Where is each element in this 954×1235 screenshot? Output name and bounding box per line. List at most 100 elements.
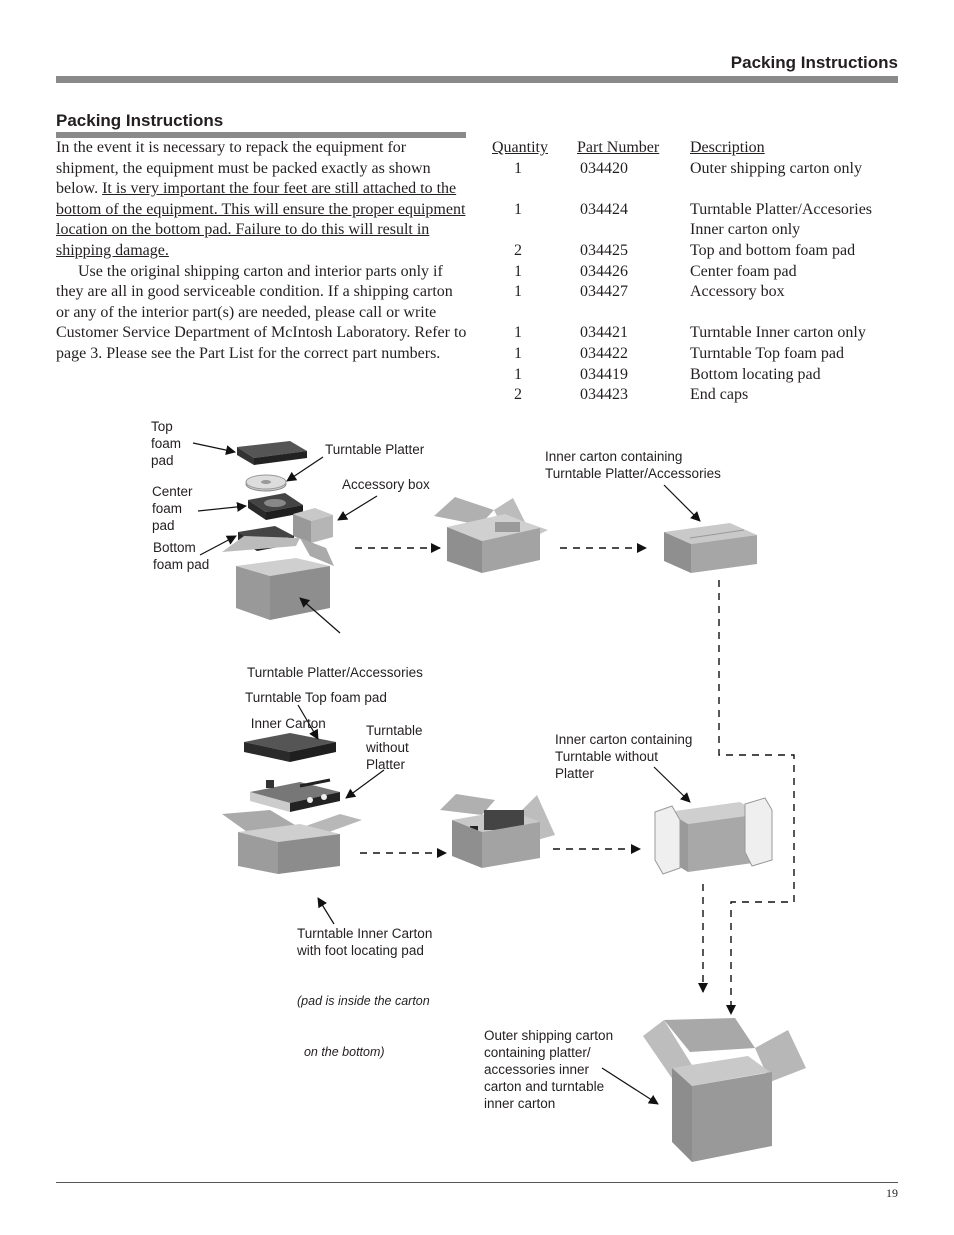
- description-cell: Top and bottom foam pad: [690, 241, 856, 259]
- label-outer-shipping-carton: Outer shipping carton containing platter…: [484, 1027, 613, 1112]
- quantity-cell: 1: [514, 159, 522, 177]
- paragraph-2: Use the original shipping carton and int…: [56, 262, 467, 362]
- label-accessory-box: Accessory box: [342, 477, 430, 492]
- description-cell: Inner carton only: [690, 221, 801, 239]
- label-line: Platter: [555, 766, 595, 781]
- description-cell: End caps: [690, 386, 749, 404]
- description-cell: Turntable Platter/Accesories: [690, 200, 873, 218]
- part-number-cell: 034426: [580, 262, 628, 280]
- quantity-cell: 1: [514, 283, 522, 301]
- paragraph-1: In the event it is necessary to repack t…: [56, 138, 468, 262]
- label-line: Bottom: [153, 540, 196, 555]
- label-arrows: [192, 442, 701, 1105]
- label-line: Outer shipping carton: [484, 1028, 614, 1043]
- platter-inner-carton-filled-image: [434, 497, 548, 573]
- center-foam-pad-image: [248, 493, 303, 520]
- table-row: 1 034424 Turntable Platter/Accesories: [488, 200, 908, 221]
- section-rule: [56, 132, 466, 138]
- table-row: 1 034421 Turntable Inner carton only: [488, 323, 908, 344]
- parts-table-header: Quantity Part Number Description: [488, 138, 908, 159]
- label-line: Turntable Platter/Accessories: [247, 665, 423, 680]
- part-number-cell: 034420: [580, 159, 628, 177]
- label-line: Turntable Platter/Accessories: [545, 466, 721, 481]
- top-foam-pad-image: [237, 441, 307, 465]
- label-line: Inner carton containing: [545, 449, 683, 464]
- label-line: foam pad: [153, 557, 210, 572]
- part-number-cell: 034424: [580, 200, 628, 218]
- label-line: Center: [152, 484, 193, 499]
- platter-disk-image: [245, 474, 287, 492]
- label-turntable-top-foam-pad: Turntable Top foam pad: [245, 690, 387, 705]
- header-part-number: Part Number: [577, 139, 660, 156]
- footer-rule: [56, 1182, 898, 1183]
- turntable-inner-carton-endcaps-image: [654, 797, 773, 875]
- part-number-cell: 034427: [580, 283, 628, 301]
- label-line: pad: [152, 518, 175, 533]
- label-line: accessories inner: [484, 1062, 590, 1077]
- label-turntable-platter: Turntable Platter: [325, 442, 425, 457]
- label-turntable-without-platter: Turntable without Platter: [366, 722, 423, 773]
- parts-table: Quantity Part Number Description 1 034420…: [488, 138, 908, 406]
- label-line: Turntable Inner Carton: [297, 926, 433, 941]
- label-pad-note: (pad is inside the carton on the bottom): [297, 959, 430, 1078]
- quantity-cell: 1: [514, 324, 522, 342]
- section-title: Packing Instructions: [56, 111, 224, 130]
- header-title: Packing Instructions: [730, 53, 898, 72]
- instructions-text: In the event it is necessary to repack t…: [56, 138, 468, 365]
- description-cell: Turntable Inner carton only: [690, 324, 866, 342]
- table-row: 1 034426 Center foam pad: [488, 262, 908, 283]
- description-cell: Turntable Top foam pad: [690, 344, 844, 362]
- header-rule: [56, 76, 898, 83]
- quantity-cell: 1: [514, 262, 522, 280]
- table-row: 1 034427 Accessory box: [488, 282, 908, 303]
- accessory-box-image: [293, 508, 333, 543]
- label-line: pad: [151, 453, 174, 468]
- label-line: foam: [151, 436, 182, 451]
- label-line: without: [366, 740, 409, 755]
- label-line: with foot locating pad: [297, 943, 424, 958]
- quantity-cell: 1: [514, 344, 522, 362]
- label-center-foam-pad: Center foam pad: [152, 483, 193, 534]
- outer-shipping-carton-image: [643, 1018, 806, 1162]
- page-number: 19: [886, 1186, 898, 1200]
- quantity-cell: 1: [514, 200, 522, 218]
- label-line: foam: [152, 501, 183, 516]
- label-inner-carton-turntable: Inner carton containing Turntable withou…: [555, 731, 692, 782]
- table-row: Inner carton only: [488, 220, 908, 241]
- part-number-cell: 034425: [580, 241, 628, 259]
- part-number-cell: 034423: [580, 386, 628, 404]
- label-line: on the bottom): [297, 1045, 385, 1059]
- quantity-cell: 2: [514, 241, 522, 259]
- platter-inner-carton-open-image: [222, 536, 334, 620]
- label-line: Turntable without: [555, 749, 659, 764]
- label-line: Inner carton containing: [555, 732, 693, 747]
- part-number-cell: 034421: [580, 324, 628, 342]
- label-line: inner carton: [484, 1096, 556, 1111]
- table-row: 1 034422 Turntable Top foam pad: [488, 344, 908, 365]
- label-bottom-foam-pad: Bottom foam pad: [153, 539, 209, 573]
- turntable-image: [250, 778, 340, 812]
- label-line: (pad is inside the carton: [297, 994, 430, 1008]
- paragraph-1-plain: In the event it is necessary to repack t…: [56, 139, 431, 198]
- label-top-foam-pad: Top foam pad: [151, 418, 181, 469]
- turntable-inner-carton-open-image: [222, 810, 362, 874]
- label-inner-carton-platter: Inner carton containing Turntable Platte…: [545, 448, 721, 482]
- header-quantity: Quantity: [492, 139, 548, 156]
- part-number-cell: 034419: [580, 365, 628, 383]
- header-description: Description: [690, 139, 765, 156]
- label-turntable-inner-carton: Turntable Inner Carton with foot locatin…: [297, 925, 432, 959]
- label-line: containing platter/: [484, 1045, 591, 1060]
- label-line: Platter: [366, 757, 406, 772]
- description-cell: Accessory box: [690, 283, 785, 301]
- label-line: Turntable: [366, 723, 423, 738]
- quantity-cell: 1: [514, 365, 522, 383]
- paragraph-1-warning: It is very important the four feet are s…: [56, 180, 466, 259]
- table-row: 1 034420 Outer shipping carton only: [488, 159, 908, 180]
- turntable-inner-carton-filled-image: [440, 794, 555, 868]
- description-cell: Center foam pad: [690, 262, 797, 280]
- part-number-cell: 034422: [580, 344, 628, 362]
- description-cell: Outer shipping carton only: [690, 159, 862, 177]
- table-row: 2 034425 Top and bottom foam pad: [488, 241, 908, 262]
